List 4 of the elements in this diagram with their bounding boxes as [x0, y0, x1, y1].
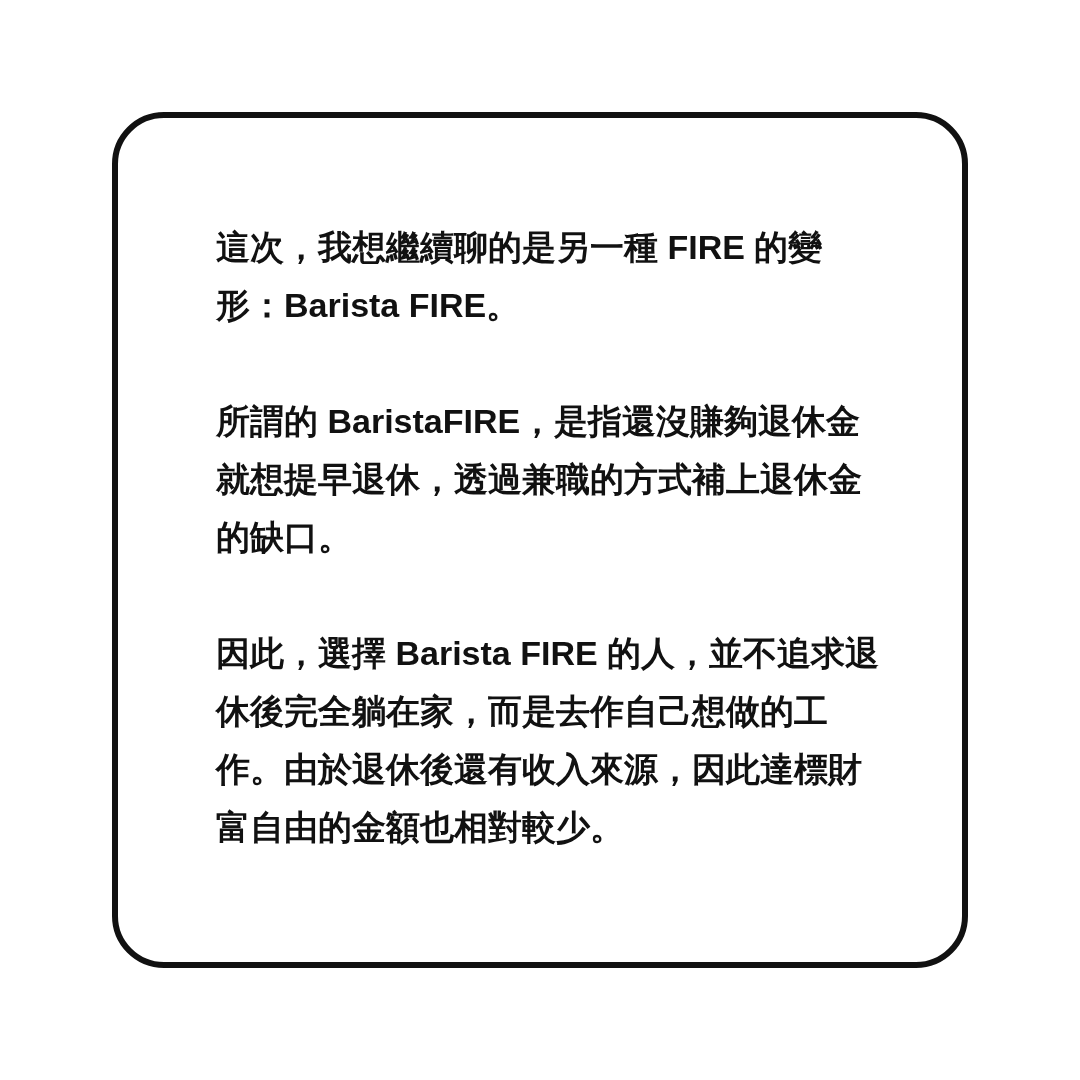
paragraph: 所謂的 BaristaFIRE，是指還沒賺夠退休金就想提早退休，透過兼職的方式補上退休金的缺口。	[216, 401, 863, 558]
text-card	[112, 112, 968, 968]
paragraph: 這次，我想繼續聊的是另一種 FIRE 的變形：Barista FIRE。	[216, 227, 824, 326]
paragraph: 因此，選擇 Barista FIRE 的人，並不追求退休後完全躺在家，而是去作自己想做的工作。由於退休後還有收入來源，因此達標財富自由的金額也相對較少。	[216, 633, 881, 848]
